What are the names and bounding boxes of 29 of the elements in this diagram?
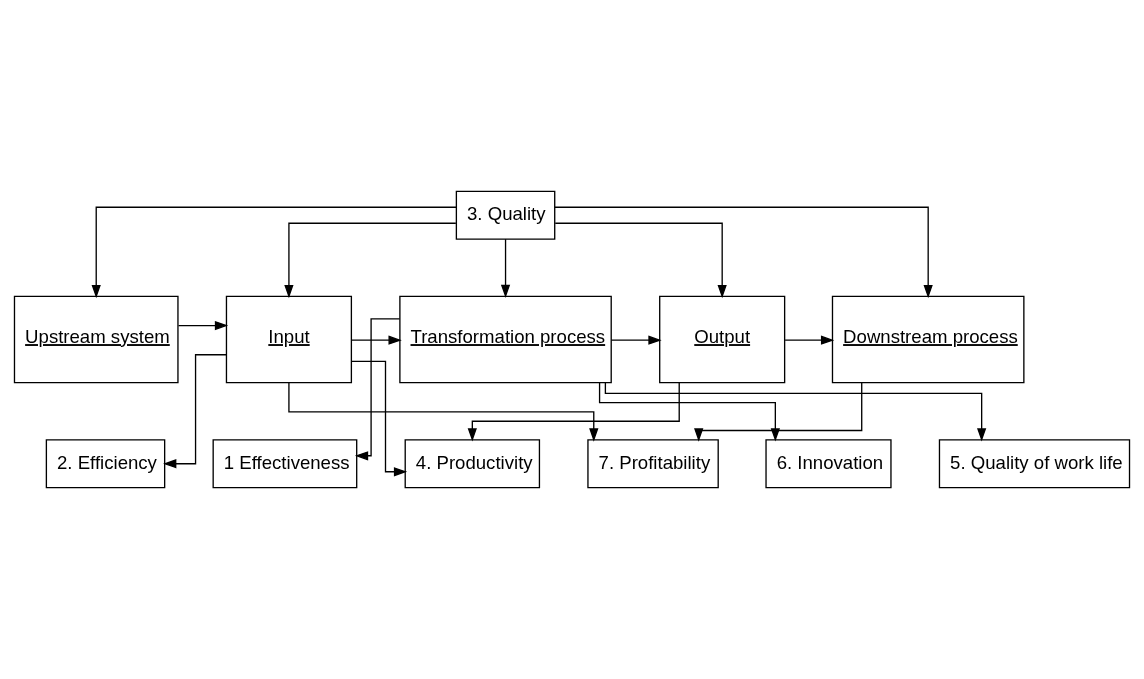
node-box: Downstream process [831,295,1025,384]
arrow [351,360,408,477]
node-box: 7. Profitability [587,439,719,489]
arrow [354,318,401,461]
arrow [604,382,987,442]
node-box: 6. Innovation [765,439,892,489]
arrow [91,206,457,299]
arrow [784,335,835,345]
arrow [284,222,457,299]
arrow [163,354,227,469]
node-box: 5. Quality of work life [938,439,1131,489]
node-box: 3. Quality [455,190,556,240]
node-box: 2. Efficiency [45,439,166,489]
node-box: Upstream system [13,295,179,384]
arrow [610,335,662,345]
arrow [694,382,863,442]
node-box: 1 Effectiveness [212,439,358,489]
node-box: Input [225,295,353,384]
node-box: Transformation process [399,295,612,384]
arrow [177,320,229,331]
arrow [554,206,933,299]
arrow [467,382,680,442]
arrow [350,335,402,345]
arrow [598,382,780,442]
node-box: Output [659,295,786,384]
arrow [554,222,727,299]
arrow [288,382,599,442]
node-box: 4. Productivity [404,439,541,489]
arrow [500,238,511,298]
